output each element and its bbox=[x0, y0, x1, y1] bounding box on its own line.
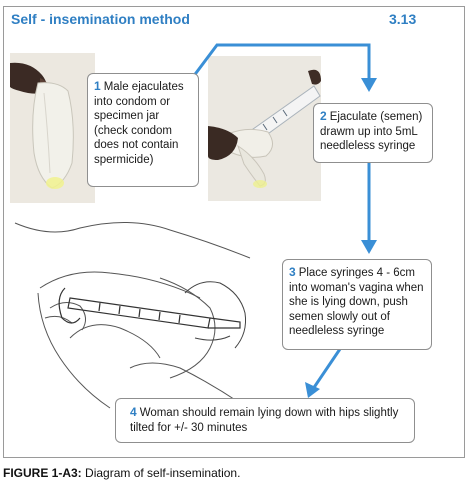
step-4-number: 4 bbox=[130, 405, 137, 419]
arrow-head-2 bbox=[361, 240, 377, 254]
figure-title: Self - insemination method bbox=[11, 11, 190, 27]
step-2-text: Ejaculate (semen) drawm up into 5mL need… bbox=[320, 111, 423, 152]
insemination-drawing bbox=[10, 218, 272, 418]
figure-number: 3.13 bbox=[389, 11, 417, 27]
condom-photo bbox=[10, 53, 95, 203]
step-1-number: 1 bbox=[94, 79, 101, 93]
caption-label: FIGURE 1-A3: bbox=[3, 466, 82, 480]
syringe-photo bbox=[208, 56, 321, 201]
syringe-drawing-shape bbox=[58, 287, 241, 329]
arrow-head-1 bbox=[361, 78, 377, 92]
caption-text: Diagram of self-insemination. bbox=[81, 466, 241, 480]
step-2-number: 2 bbox=[320, 109, 327, 123]
figure-caption: FIGURE 1-A3: Diagram of self-inseminatio… bbox=[3, 466, 240, 480]
step-3-number: 3 bbox=[289, 265, 296, 279]
step-1-text: Male ejaculates into condom or specimen … bbox=[94, 81, 184, 166]
arrow-head-3 bbox=[305, 382, 320, 398]
step-4-text: Woman should remain lying down with hips… bbox=[130, 407, 399, 434]
step-3-text: Place syringes 4 - 6cm into woman's vagi… bbox=[289, 267, 424, 337]
